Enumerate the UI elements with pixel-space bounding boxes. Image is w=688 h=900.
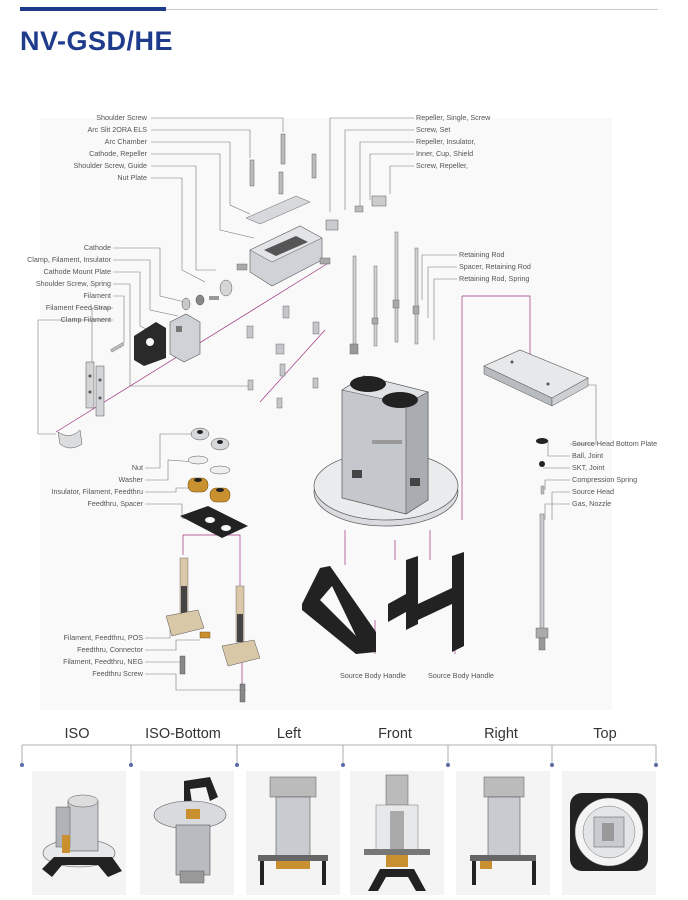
- thumbnail-front: [350, 771, 444, 895]
- view-label-iso: ISO: [64, 726, 90, 742]
- label-filament-feedthru-pos: Filament, Feedthru, POS: [63, 633, 144, 642]
- label-source-body-handle-1: Source Body Handle: [340, 671, 406, 680]
- label-gas-nozzle: Gas, Nozzle: [572, 499, 612, 508]
- view-label-right: Right: [484, 726, 518, 742]
- feedthru-filaments: [165, 557, 261, 703]
- filament-feed-strap: [57, 361, 105, 449]
- label-cathode-mount-plate: Cathode Mount Plate: [43, 267, 111, 276]
- label-cathode-repeller: Cathode, Repeller: [89, 149, 147, 158]
- label-feedthru-screw: Feedthru Screw: [92, 669, 143, 678]
- retaining-rods: [349, 231, 420, 355]
- label-feedthru-connector: Feedthru, Connector: [77, 645, 143, 654]
- source-head-bottom-plate: [483, 349, 589, 407]
- source-body-handles: [302, 552, 464, 654]
- label-shoulder-screw: Shoulder Screw: [96, 113, 147, 122]
- leader-lines-left-lower: [145, 433, 197, 521]
- thumbnail-iso: [32, 771, 126, 895]
- thumbnail-left: [246, 771, 340, 895]
- label-screw-repeller: Screw, Repeller,: [416, 161, 468, 170]
- thumbnail-right: [456, 771, 550, 895]
- label-skt-joint: SKT, Joint: [572, 463, 605, 472]
- header-accent-bar: [20, 7, 166, 11]
- label-arc-chamber: Arc Chamber: [104, 137, 147, 146]
- label-nut: Nut: [131, 463, 143, 472]
- label-filament: Filament: [83, 291, 111, 300]
- label-arc-slit: Arc Slit 2ORA ELS: [87, 125, 147, 134]
- page-title: NV-GSD/HE: [20, 26, 174, 56]
- label-filament-feed-strap: Filament Feed Strap: [45, 303, 111, 312]
- header-rule: [20, 9, 658, 10]
- view-label-iso-bottom: ISO-Bottom: [145, 726, 221, 742]
- label-source-head-bottom-plate: Source Head Bottom Plate: [572, 439, 658, 448]
- leader-lines-right-mid: [421, 254, 457, 340]
- small-screws: [246, 305, 320, 409]
- source-head-parts: [535, 438, 549, 651]
- label-nut-plate: Nut Plate: [117, 173, 147, 182]
- label-spacer-retaining-rod: Spacer, Retaining Rod: [459, 262, 531, 271]
- label-compression-spring: Compression Spring: [572, 475, 638, 484]
- label-feedthru-spacer: Feedthru, Spacer: [87, 499, 143, 508]
- view-label-left: Left: [276, 726, 302, 742]
- label-screw-set: Screw, Set: [416, 125, 451, 134]
- label-source-head: Source Head: [572, 487, 614, 496]
- view-label-front: Front: [378, 726, 412, 742]
- label-clamp-filament: Clamp Filament: [60, 315, 111, 324]
- label-insulator-filament-feedthru: Insulator, Filament, Feedthru: [51, 487, 144, 496]
- arc-chamber-assembly: [181, 133, 387, 311]
- views-timeline: [20, 744, 658, 767]
- view-label-top: Top: [593, 726, 617, 742]
- label-shoulder-screw-spring: Shoulder Screw, Spring: [35, 279, 111, 288]
- cathode-mount-plate: [110, 313, 201, 366]
- label-retaining-rod: Retaining Rod: [459, 250, 505, 259]
- label-cathode: Cathode: [83, 243, 111, 252]
- leader-lines-left-mid: [37, 247, 250, 435]
- label-shoulder-screw-guide: Shoulder Screw, Guide: [73, 161, 147, 170]
- label-source-body-handle-2: Source Body Handle: [428, 671, 494, 680]
- label-washer: Washer: [118, 475, 144, 484]
- thumbnail-iso-bottom: [140, 771, 234, 895]
- leader-lines-left-top: [151, 117, 284, 283]
- label-retaining-rod-spring: Retaining Rod, Spring: [459, 274, 530, 283]
- label-inner-cup-shield: Inner, Cup, Shield: [416, 149, 474, 158]
- label-repeller-insulator: Repeller, Insulator,: [416, 137, 476, 146]
- source-body: [313, 375, 459, 527]
- feedthru-stack: [180, 427, 248, 538]
- label-ball-joint: Ball, Joint: [572, 451, 604, 460]
- label-filament-feedthru-neg: Filament, Feedthru, NEG: [63, 657, 143, 666]
- thumbnail-top: [562, 771, 656, 895]
- label-clamp-filament-insulator: Clamp, Filament, Insulator: [27, 255, 111, 264]
- label-repeller-single-screw: Repeller, Single, Screw: [416, 113, 491, 122]
- leader-lines-right-top: [329, 117, 414, 212]
